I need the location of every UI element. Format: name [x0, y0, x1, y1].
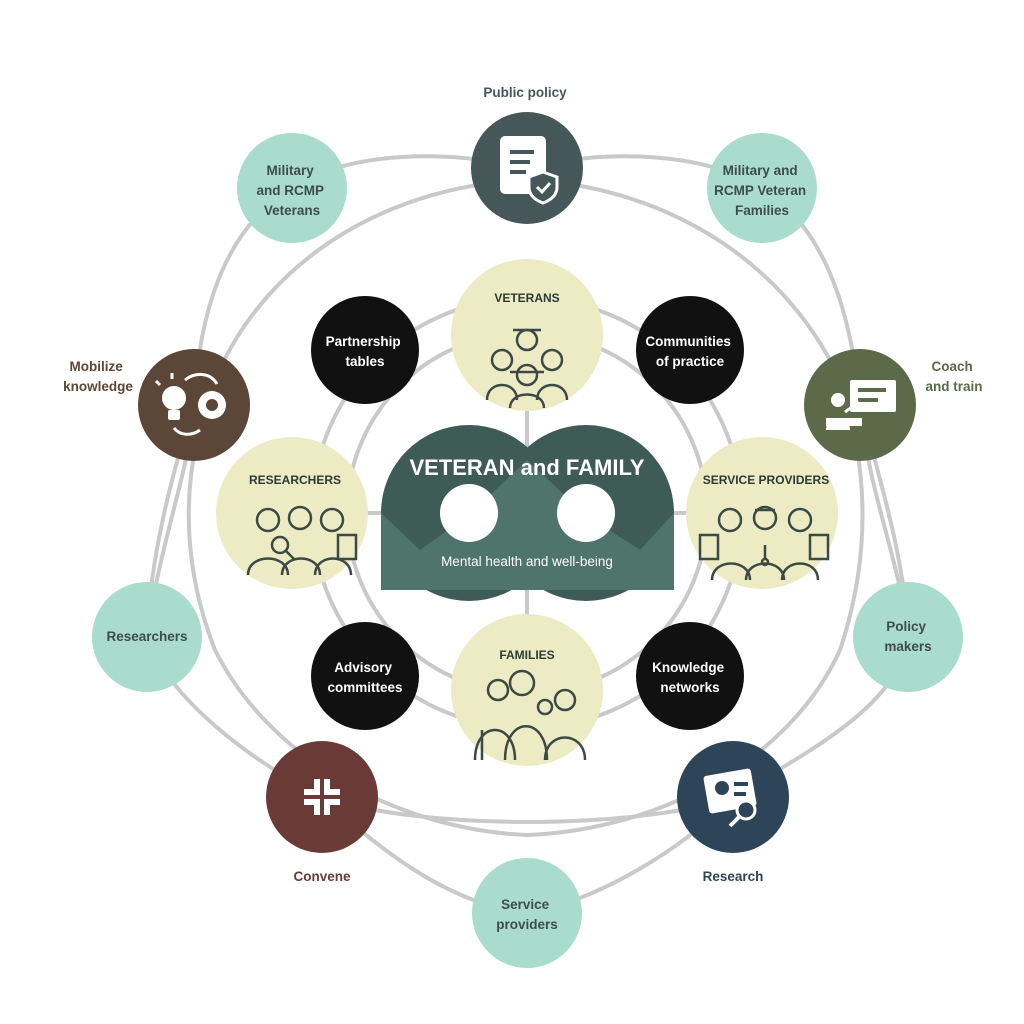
svg-text:Service providers: Service providers [496, 897, 558, 932]
families-people-icon [473, 669, 587, 761]
document-magnifier-icon [703, 768, 757, 828]
audience-service-providers: Service providers [472, 858, 582, 968]
audience-policy-makers: Policy makers [853, 582, 963, 692]
center-left-hole [440, 484, 498, 542]
convene-label: Convene [293, 869, 351, 884]
mechanism-communities-of-practice: Communities of practice [636, 296, 744, 404]
function-convene: Convene [266, 741, 378, 884]
document-shield-icon [500, 136, 559, 205]
mechanism-partnership-tables: Partnership tables [311, 296, 419, 404]
communities-line2: of practice [656, 354, 725, 369]
audience-military-rcmp-families: Military and RCMP Veteran Families [707, 133, 817, 243]
coach-line2: and train [925, 379, 982, 394]
center-subtitle: Mental health and well-being [441, 554, 613, 569]
mil-families-line2: RCMP Veteran [714, 183, 806, 198]
svg-text:Advisory committees: Advisory committees [327, 660, 402, 695]
audience-military-rcmp-veterans: Military and RCMP Veterans [237, 133, 347, 243]
function-coach-and-train: Coach and train [804, 349, 983, 461]
audience-researchers: Researchers [92, 582, 202, 692]
mechanism-knowledge-networks: Knowledge networks [636, 622, 744, 730]
partnership-tables-line1: Partnership [326, 334, 401, 349]
mil-veterans-line2: and RCMP [256, 183, 323, 198]
svg-text:Mobilize knowledge: Mobilize knowledge [63, 359, 133, 394]
group-families: FAMILIES [451, 614, 603, 766]
public-policy-label: Public policy [483, 85, 567, 100]
group-researchers: RESEARCHERS [216, 437, 368, 589]
center-ribbon-shade [381, 460, 674, 590]
lightbulb-gear-icon [154, 373, 226, 436]
mobilize-line1: Mobilize [69, 359, 123, 374]
group-families-label: FAMILIES [499, 648, 554, 662]
function-public-policy: Public policy [471, 85, 583, 224]
group-veterans-label: VETERANS [494, 291, 559, 305]
function-research: Research [677, 741, 789, 884]
policy-makers-line1: Policy [886, 619, 926, 634]
svg-text:Communities of practice: Communities of practice [645, 334, 734, 369]
advisory-line1: Advisory [334, 660, 392, 675]
mil-veterans-line3: Veterans [264, 203, 320, 218]
service-providers-line2: providers [496, 917, 558, 932]
service-providers-line1: Service [501, 897, 550, 912]
research-label: Research [703, 869, 764, 884]
knowledge-networks-line1: Knowledge [652, 660, 724, 675]
svg-text:Partnership tables: Partnership tables [326, 334, 405, 369]
partnership-tables-line2: tables [345, 354, 384, 369]
svg-text:Policy makers: Policy makers [884, 619, 931, 654]
group-researchers-label: RESEARCHERS [249, 473, 341, 487]
function-mobilize-knowledge: Mobilize knowledge [63, 349, 250, 461]
mil-families-line1: Military and [723, 163, 798, 178]
presentation-board-icon [826, 380, 896, 430]
svg-text:Knowledge networks: Knowledge networks [652, 660, 728, 695]
center-core: VETERAN and FAMILY Mental health and wel… [381, 425, 674, 601]
advisory-line2: committees [327, 680, 402, 695]
svg-text:Coach and train: Coach and train [925, 359, 982, 394]
svg-text:Military and RCMP: Military and RCMP Veterans [256, 163, 327, 218]
group-service-providers-label: SERVICE PROVIDERS [703, 473, 829, 487]
mil-families-line3: Families [735, 203, 789, 218]
communities-line1: Communities [645, 334, 731, 349]
researchers-people-icon [246, 505, 358, 576]
knowledge-networks-line2: networks [660, 680, 719, 695]
policy-makers-line2: makers [884, 639, 931, 654]
group-veterans: VETERANS [451, 259, 603, 411]
mil-veterans-line1: Military [266, 163, 314, 178]
researchers-audience-label: Researchers [106, 629, 187, 644]
converging-arrows-icon [300, 775, 344, 819]
coach-line1: Coach [931, 359, 972, 374]
svg-text:Military and RCMP Vetera: Military and RCMP Veteran Families [714, 163, 810, 218]
center-title: VETERAN and FAMILY [409, 455, 644, 480]
service-providers-people-icon [698, 505, 830, 581]
group-service-providers: SERVICE PROVIDERS [686, 437, 838, 589]
mechanism-advisory-committees: Advisory committees [311, 622, 419, 730]
mobilize-line2: knowledge [63, 379, 133, 394]
veterans-people-icon [485, 328, 569, 409]
center-right-hole [557, 484, 615, 542]
